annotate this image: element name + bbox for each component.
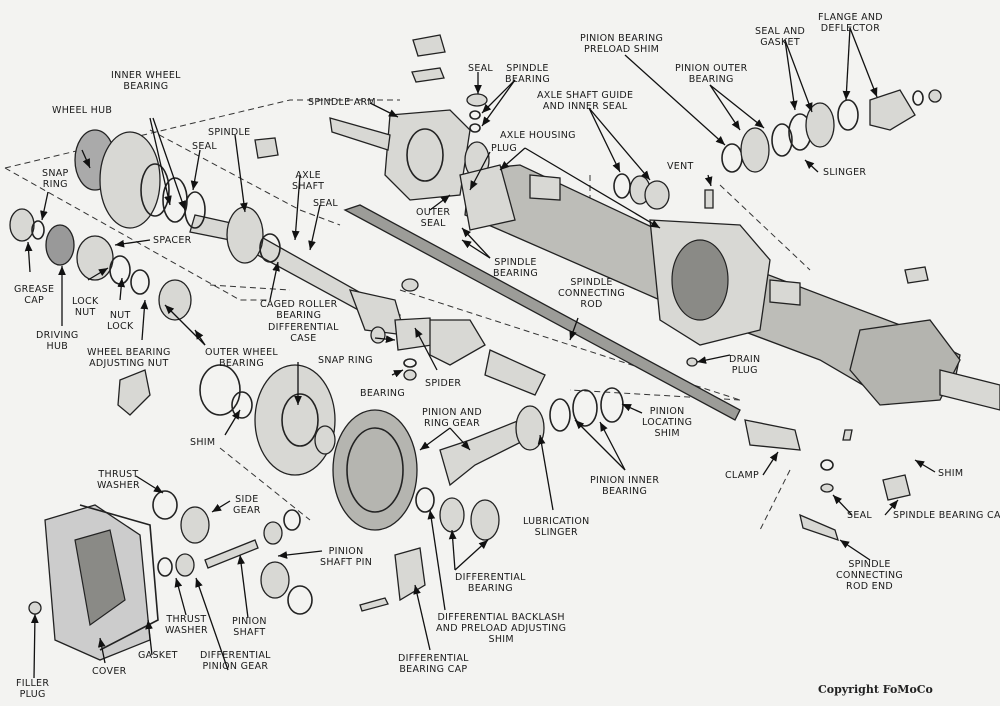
assembly-guide-lines bbox=[4, 99, 811, 531]
label-pinion-shaft-pin: PINION SHAFT PIN bbox=[320, 546, 373, 568]
label-differential-case: DIFFERENTIAL CASE bbox=[268, 322, 339, 344]
label-snap-ring-hub: SNAP RING bbox=[42, 168, 69, 190]
label-clamp: CLAMP bbox=[725, 470, 760, 481]
label-thrust-washer-bottom: THRUST WASHER bbox=[165, 614, 208, 636]
label-caged-roller-bearing: CAGED ROLLER BEARING bbox=[260, 299, 338, 321]
spindle-arm-part bbox=[329, 109, 516, 231]
label-wheel-bearing-adjusting-nut: WHEEL BEARING ADJUSTING NUT bbox=[87, 347, 171, 369]
differential-case-part bbox=[254, 364, 336, 476]
label-outer-seal: OUTER SEAL bbox=[416, 207, 451, 229]
label-shim-left: SHIM bbox=[190, 437, 216, 448]
label-spindle-arm: SPINDLE ARM bbox=[308, 97, 376, 108]
label-pinion-and-ring-gear: PINION AND RING GEAR bbox=[422, 407, 482, 429]
label-thrust-washer-top: THRUST WASHER bbox=[97, 469, 140, 491]
label-wheel-hub: WHEEL HUB bbox=[52, 105, 113, 116]
label-pinion-bearing-preload-shim: PINION BEARING PRELOAD SHIM bbox=[580, 33, 664, 55]
label-slinger: SLINGER bbox=[823, 167, 867, 178]
label-pinion-shaft: PINION SHAFT bbox=[232, 616, 267, 638]
label-differential-pinion-gear: DIFFERENTIAL PINION GEAR bbox=[200, 650, 271, 672]
label-seal-and-gasket: SEAL AND GASKET bbox=[755, 26, 806, 48]
label-inner-wheel-bearing: INNER WHEEL BEARING bbox=[111, 70, 181, 92]
label-shim-right: SHIM bbox=[938, 468, 964, 479]
axle-housing-part bbox=[464, 164, 1000, 411]
label-spindle-bearing-bottom: SPINDLE BEARING bbox=[493, 257, 538, 279]
label-vent: VENT bbox=[667, 161, 694, 172]
label-seal-hub: SEAL bbox=[192, 141, 218, 152]
label-flange-and-deflector: FLANGE AND DEFLECTOR bbox=[818, 12, 883, 34]
top-cap-parts bbox=[254, 34, 929, 501]
label-lubrication-slinger: LUBRICATION SLINGER bbox=[523, 516, 590, 538]
label-outer-wheel-bearing: OUTER WHEEL BEARING bbox=[205, 347, 278, 369]
label-drain-plug: DRAIN PLUG bbox=[729, 354, 761, 376]
label-spindle-connecting-rod-end: SPINDLE CONNECTING ROD END bbox=[836, 559, 904, 592]
label-axle-shaft: AXLE SHAFT bbox=[292, 170, 325, 192]
label-side-gear: SIDE GEAR bbox=[233, 494, 261, 516]
label-nut-lock: NUT LOCK bbox=[107, 310, 134, 332]
ring-and-pinion-gear-part bbox=[332, 387, 624, 531]
axle-shaft-guide-part bbox=[613, 173, 714, 210]
label-spindle-bearing-top: SPINDLE BEARING bbox=[505, 63, 550, 85]
wheel-hub-part bbox=[74, 129, 206, 229]
label-bearing-ujoint: BEARING bbox=[360, 388, 405, 399]
spindle-connecting-rod-part bbox=[343, 204, 839, 542]
label-differential-bearing: DIFFERENTIAL BEARING bbox=[455, 572, 526, 594]
label-gasket: GASKET bbox=[138, 650, 178, 661]
label-seal-right: SEAL bbox=[847, 510, 873, 521]
label-spindle-connecting-rod: SPINDLE CONNECTING ROD bbox=[558, 277, 626, 310]
label-pinion-locating-shim: PINION LOCATING SHIM bbox=[642, 406, 693, 439]
differential-cover-part bbox=[28, 487, 500, 661]
label-differential-backlash-shim: DIFFERENTIAL BACKLASH AND PRELOAD ADJUST… bbox=[436, 612, 567, 645]
universal-joint-part bbox=[370, 278, 546, 396]
pinion-flange-stack-part bbox=[721, 89, 942, 173]
label-snap-ring-ujoint: SNAP RING bbox=[318, 355, 373, 366]
label-spindle: SPINDLE bbox=[208, 127, 251, 138]
leader-lines bbox=[24, 27, 936, 679]
label-spacer: SPACER bbox=[153, 235, 192, 246]
label-seal-axle: SEAL bbox=[313, 198, 339, 209]
label-differential-bearing-cap: DIFFERENTIAL BEARING CAP bbox=[398, 653, 469, 675]
label-pinion-inner-bearing: PINION INNER BEARING bbox=[590, 475, 660, 497]
copyright-notice: Copyright FoMoCo bbox=[818, 683, 933, 696]
label-spider: SPIDER bbox=[425, 378, 462, 389]
label-driving-hub: DRIVING HUB bbox=[36, 330, 79, 352]
label-lock-nut: LOCK NUT bbox=[72, 296, 99, 318]
axle-shaft-part bbox=[189, 206, 406, 336]
label-grease-cap: GREASE CAP bbox=[14, 284, 55, 306]
label-cover: COVER bbox=[92, 666, 127, 677]
right-small-parts bbox=[686, 357, 853, 493]
label-spindle-bearing-cap: SPINDLE BEARING CAP bbox=[893, 510, 1000, 521]
hub-small-parts bbox=[9, 208, 253, 419]
label-axle-housing: AXLE HOUSING bbox=[500, 130, 576, 141]
label-seal-top: SEAL bbox=[468, 63, 494, 74]
label-filler-plug: FILLER PLUG bbox=[16, 678, 50, 700]
label-axle-shaft-guide: AXLE SHAFT GUIDE AND INNER SEAL bbox=[537, 90, 634, 112]
label-pinion-outer-bearing: PINION OUTER BEARING bbox=[675, 63, 748, 85]
label-plug: PLUG bbox=[491, 143, 518, 154]
